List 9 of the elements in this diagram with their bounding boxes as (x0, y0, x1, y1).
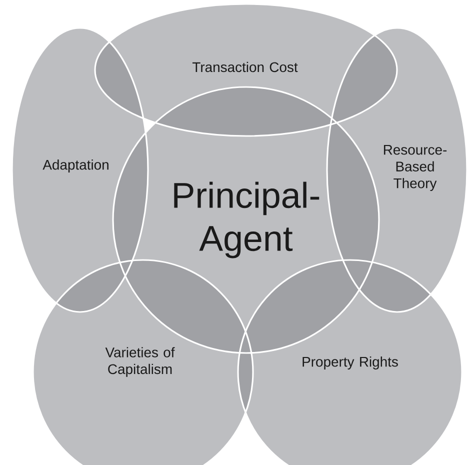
venn-ellipse (326, 27, 468, 313)
region-label: Resource- Based Theory (384, 145, 447, 191)
region-label: Adaptation (42, 160, 108, 172)
region-label: Varieties of Capitalism (105, 347, 175, 377)
region-label: Transaction Cost (192, 62, 298, 72)
venn-ellipse (11, 27, 149, 313)
venn-ellipse (94, 3, 398, 137)
region-label: Property Rights (302, 356, 398, 370)
region-label: Principal- Agent (174, 182, 320, 258)
